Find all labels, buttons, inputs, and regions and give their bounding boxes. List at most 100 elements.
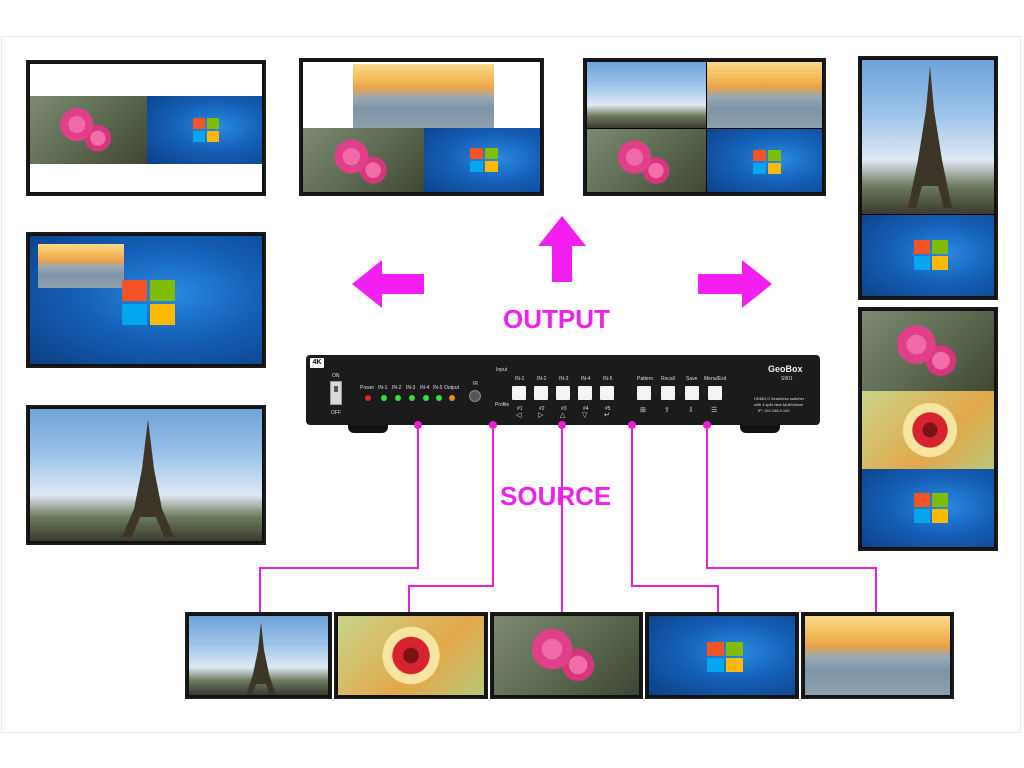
wire-4 [631, 429, 633, 586]
wire-5 [706, 429, 708, 568]
ir-label: IR [473, 381, 478, 387]
input-in2-label: IN-2 [537, 376, 547, 382]
windows-logo [914, 493, 948, 523]
windows-image [649, 616, 795, 695]
model-label: S901 [781, 376, 793, 382]
down-triangle-icon: ▽ [582, 412, 588, 419]
wire-4 [717, 585, 719, 614]
led-label-in4: IN-4 [420, 385, 430, 391]
windows-logo [122, 280, 176, 326]
in3-led [409, 395, 415, 401]
desc-line-3: IP: 192.168.0.100 [758, 408, 790, 413]
profile-3-label: #3 [561, 406, 567, 412]
windows-image [862, 469, 994, 547]
source-monitor-3 [490, 612, 643, 699]
flower-image [494, 616, 639, 695]
input-2-button[interactable] [534, 386, 548, 400]
power-led [365, 395, 371, 401]
sunset-image-pip [38, 244, 124, 288]
input-label: Input [496, 367, 508, 373]
output-monitor-pip [26, 232, 266, 368]
menu-list-icon: ☰ [711, 407, 718, 414]
flower-image [30, 96, 147, 164]
input-5-button[interactable] [600, 386, 614, 400]
connector-dot-1 [414, 421, 422, 429]
source-monitor-5 [801, 612, 954, 699]
enter-icon: ↵ [604, 412, 610, 419]
wire-1 [259, 567, 261, 614]
menu-exit-label: Menu/Exit [704, 376, 727, 382]
input-3-button[interactable] [556, 386, 570, 400]
save-download-icon: ⇩ [688, 407, 694, 414]
source-monitor-1 [185, 612, 332, 699]
pattern-button[interactable] [637, 386, 651, 400]
connector-dot-4 [628, 421, 636, 429]
led-label-power: Power [360, 385, 375, 391]
eiffel-tower-image [862, 60, 994, 214]
save-button[interactable] [685, 386, 699, 400]
in1-led [381, 395, 387, 401]
4k-badge: 4K [310, 358, 324, 368]
input-1-button[interactable] [512, 386, 526, 400]
connector-dot-2 [489, 421, 497, 429]
ir-sensor [469, 390, 481, 402]
arrow-left-icon [352, 260, 424, 308]
output-monitor-three-window [299, 58, 544, 196]
flower-image [862, 311, 994, 391]
wire-1 [417, 429, 419, 568]
pattern-grid-icon: ⊞ [640, 407, 646, 414]
led-label-in1: IN-1 [378, 385, 388, 391]
output-monitor-portrait-3 [858, 307, 998, 551]
windows-logo [193, 118, 219, 142]
connector-dot-5 [703, 421, 711, 429]
windows-image [147, 96, 262, 164]
desc-line-2: with 4 split view MultiViewer [754, 402, 804, 407]
wire-2 [408, 585, 494, 587]
led-label-output: Output [444, 385, 460, 391]
input-in4-label: IN-4 [581, 376, 591, 382]
diagram-frame [1, 36, 1021, 733]
output-label: OUTPUT [503, 304, 610, 334]
output-monitor-pip-split [26, 60, 266, 196]
recall-upload-icon: ⇪ [664, 407, 670, 414]
recall-button[interactable] [661, 386, 675, 400]
windows-image [862, 215, 994, 296]
windows-logo [707, 642, 743, 672]
output-monitor-portrait-2 [858, 56, 998, 300]
wire-4 [631, 585, 719, 587]
pattern-label: Pattern [637, 376, 654, 382]
device-foot-left [348, 425, 388, 433]
off-label: OFF [331, 410, 341, 416]
flower-image [587, 129, 706, 192]
flower-image [303, 128, 424, 192]
input-4-button[interactable] [578, 386, 592, 400]
power-switch[interactable] [330, 381, 342, 405]
sunset-image [707, 62, 822, 128]
menu-exit-button[interactable] [708, 386, 722, 400]
output-monitor-quad [583, 58, 826, 196]
profile-2-label: #2 [539, 406, 545, 412]
output-monitor-tower [26, 405, 266, 545]
led-label-in2: IN-2 [392, 385, 402, 391]
output-led [449, 395, 455, 401]
daisy-image [862, 391, 994, 469]
windows-logo [914, 240, 948, 270]
led-label-in3: IN-3 [406, 385, 416, 391]
input-in3-label: IN-3 [559, 376, 569, 382]
source-label: SOURCE [500, 481, 612, 511]
left-triangle-icon: ◁ [516, 412, 522, 419]
windows-image [424, 128, 540, 192]
on-label: ON [332, 373, 340, 379]
up-triangle-icon: △ [560, 412, 566, 419]
eiffel-tower-image [30, 409, 262, 541]
sunset-image [805, 616, 950, 695]
profile-1-label: #1 [517, 406, 523, 412]
wire-2 [492, 429, 494, 586]
windows-logo [753, 150, 781, 174]
input-in1-label: IN-1 [515, 376, 525, 382]
in4-led [423, 395, 429, 401]
in2-led [395, 395, 401, 401]
source-monitor-2 [334, 612, 488, 699]
brand-name: GeoBox [768, 364, 803, 374]
eiffel-tower-image [189, 616, 328, 695]
